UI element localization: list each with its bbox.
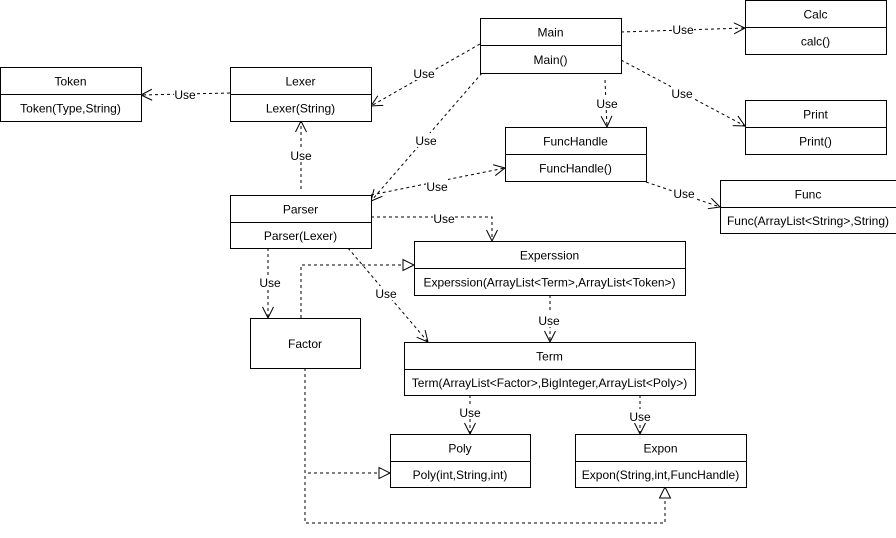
- edge-label: Use: [596, 97, 618, 111]
- relation-line: [645, 181, 721, 208]
- relation-parser-lexer: Use: [290, 119, 312, 189]
- edge-label-background: [375, 286, 397, 300]
- class-calc: Calc calc(): [745, 0, 887, 55]
- edge-label-background: [459, 405, 481, 419]
- relation-main-parser: Use: [370, 72, 483, 202]
- relation-line: [300, 264, 403, 318]
- relation-factor-poly: [304, 368, 392, 480]
- relation-main-funchandle: Use: [596, 79, 618, 129]
- class-name: Token: [54, 75, 86, 89]
- class-operation: FuncHandle(): [539, 162, 612, 176]
- edge-label-background: [596, 96, 618, 110]
- class-operation: Token(Type,String): [20, 102, 121, 116]
- realization-arrowhead: [658, 485, 672, 499]
- relation-parser-factor: Use: [259, 248, 281, 320]
- edge-label: Use: [433, 212, 455, 226]
- edge-label: Use: [459, 406, 481, 420]
- class-operation: Print(): [799, 135, 832, 149]
- relation-line: [371, 216, 493, 241]
- edge-label-background: [538, 313, 560, 327]
- edge-label: Use: [672, 23, 694, 37]
- class-name: Parser: [283, 203, 318, 217]
- edge-label: Use: [174, 88, 196, 102]
- edge-label-background: [415, 133, 437, 147]
- class-operation: calc(): [801, 35, 830, 49]
- realization-arrowhead: [402, 258, 416, 272]
- edge-label-background: [433, 211, 455, 225]
- class-name: Lexer: [285, 75, 315, 89]
- relation-main-calc: Use: [620, 22, 747, 37]
- class-name: Experssion: [520, 249, 579, 263]
- edge-label: Use: [290, 149, 312, 163]
- class-name: FuncHandle: [543, 135, 608, 149]
- class-operation: Main(): [533, 53, 567, 67]
- relation-parser-funchandle: Use: [370, 164, 507, 196]
- class-operation: Func(ArrayList<String>,String): [727, 214, 889, 228]
- class-name: Term: [536, 350, 563, 364]
- relation-line: [304, 368, 379, 474]
- class-name: Poly: [448, 442, 471, 456]
- edge-label: Use: [426, 180, 448, 194]
- edge-label-background: [413, 66, 435, 80]
- edge-label-background: [673, 186, 695, 200]
- class-operation: Term(ArrayList<Factor>,BigInteger,ArrayL…: [412, 376, 687, 390]
- class-operation: Poly(int,String,int): [413, 468, 508, 482]
- class-name: Func: [795, 188, 822, 202]
- relation-main-print: Use: [620, 59, 746, 127]
- relation-main-lexer: Use: [370, 43, 481, 107]
- relation-line: [604, 79, 608, 128]
- relation-term-poly: Use: [459, 395, 481, 436]
- class-experssion: ExperssionExperssion(ArrayList<Term>,Arr…: [414, 241, 686, 296]
- relation-lexer-token: Use: [139, 87, 231, 102]
- class-operation: Lexer(String): [266, 102, 335, 116]
- realization-arrowhead: [378, 466, 392, 480]
- edge-label-background: [259, 275, 281, 289]
- class-name: Factor: [288, 337, 322, 351]
- edge-label: Use: [413, 67, 435, 81]
- class-operation: Experssion(ArrayList<Term>,ArrayList<Tok…: [423, 276, 675, 290]
- edge-label-background: [174, 87, 196, 101]
- relation-term-expon: Use: [629, 395, 651, 436]
- edge-label: Use: [671, 87, 693, 101]
- relation-parser-experssion: Use: [371, 211, 498, 243]
- relation-parser-term: Use: [347, 247, 429, 343]
- class-operation: Expon(String,int,FuncHandle): [582, 468, 739, 482]
- edge-label: Use: [375, 287, 397, 301]
- class-operation: Parser(Lexer): [264, 229, 337, 243]
- edge-label: Use: [538, 314, 560, 328]
- class-factor: Factor: [250, 318, 361, 369]
- dependency-arrowhead: [370, 95, 384, 107]
- edge-label: Use: [415, 134, 437, 148]
- edge-label: Use: [673, 187, 695, 201]
- class-name: Calc: [803, 8, 827, 22]
- class-name: Print: [803, 108, 828, 122]
- edge-label-background: [290, 148, 312, 162]
- class-name: Main: [537, 26, 563, 40]
- class-box-factor: [250, 318, 361, 369]
- relation-experssion-term: Use: [538, 295, 560, 344]
- edge-label-background: [672, 22, 694, 36]
- class-name: Expon: [643, 442, 677, 456]
- relation-funchandle-func: Use: [645, 181, 722, 210]
- edge-label-background: [426, 179, 448, 193]
- edge-label-background: [629, 409, 651, 423]
- edge-label-background: [671, 86, 693, 100]
- relation-factor-expon: [304, 368, 672, 524]
- edge-label: Use: [259, 276, 281, 290]
- relation-factor-experssion: [300, 258, 416, 318]
- class-term: TermTerm(ArrayList<Factor>,BigInteger,Ar…: [404, 342, 696, 396]
- edge-label: Use: [629, 410, 651, 424]
